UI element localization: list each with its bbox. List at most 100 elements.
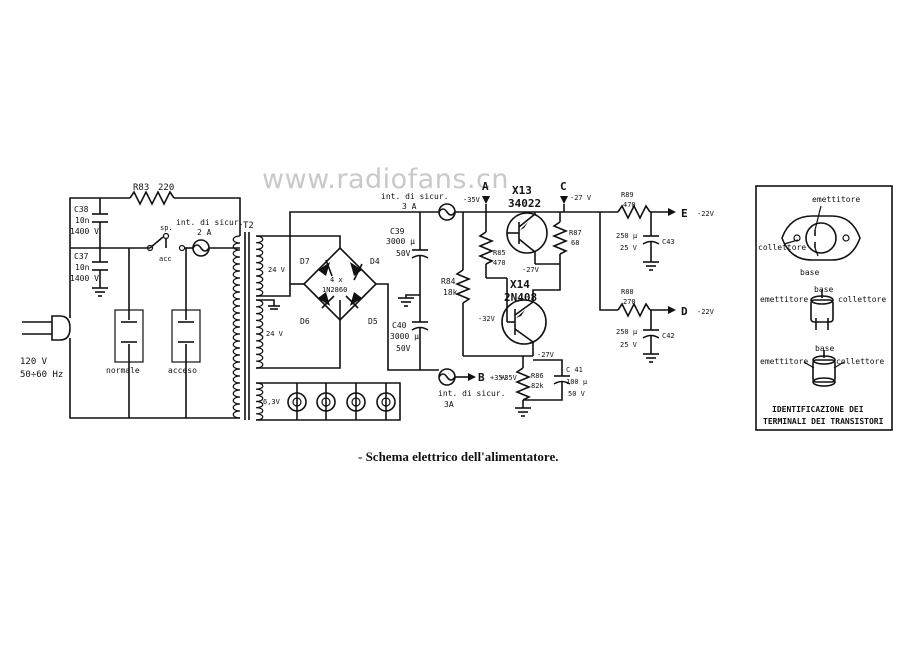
bridge-quantity: 4 x: [330, 276, 343, 284]
c41-voltage: 50 V: [568, 390, 586, 398]
legend-title-line1: IDENTIFICAZIONE DEI: [772, 405, 864, 414]
r88-label: R88: [621, 288, 634, 296]
node-27v-upper: -27V: [522, 266, 540, 274]
fuse-3a-upper-value: 3 A: [402, 202, 417, 211]
r86-resistor: [514, 356, 532, 417]
r85-value: 470: [493, 259, 506, 267]
node-a-voltage: -35V: [463, 196, 481, 204]
input-wiring: [69, 190, 241, 419]
r84-resistor: [454, 212, 500, 357]
fuse-3a-lower-value: 3A: [444, 400, 454, 409]
c38-label: C38: [74, 205, 89, 214]
acceso-label: acceso: [168, 366, 197, 375]
c37-value: 10n: [75, 263, 90, 272]
transistor-legend: [755, 185, 893, 431]
c42-voltage: 25 V: [620, 341, 638, 349]
input-voltage: 120 V: [20, 357, 48, 367]
r83-value: 220: [158, 183, 174, 193]
x14-label: X14: [510, 278, 530, 291]
switch-acceso: [171, 248, 201, 418]
fuse-3a-upper: [438, 203, 510, 221]
node-c-label: C: [560, 180, 567, 193]
legend-emitter-2: emettitore: [760, 295, 808, 304]
r89-resistor: [617, 204, 676, 220]
c40-voltage: 50V: [396, 344, 411, 353]
d7-label: D7: [300, 257, 310, 266]
r84-label: R84: [441, 277, 456, 286]
fuse-2a-value: 2 A: [197, 228, 212, 237]
x14-part: 2N408: [504, 291, 537, 304]
node-27v-lower: -27V: [537, 351, 555, 359]
normale-label: normale: [106, 366, 140, 375]
filter-section: [398, 211, 439, 371]
r89-label: R89: [621, 191, 634, 199]
legend-title-line2: TERMINALI DEI TRANSISTORI: [763, 417, 884, 426]
fuse-3a-upper-label: int. di sicur.: [381, 192, 448, 201]
legend-base-2: base: [814, 285, 833, 294]
node-e-voltage: -22V: [697, 210, 715, 218]
c40-value: 3000 µ: [390, 332, 419, 341]
fuse-2a-label: int. di sicur.: [176, 218, 243, 227]
figure-caption: - Schema elettrico dell'alimentatore.: [358, 449, 559, 464]
tap-24v-lower: 24 V: [266, 330, 284, 338]
c40-label: C40: [392, 321, 407, 330]
watermark: www.radiofans.cn: [262, 164, 509, 195]
d5-label: D5: [368, 317, 378, 326]
c39-label: C39: [390, 227, 405, 236]
node-b-label: B: [478, 371, 485, 384]
c43-label: C43: [662, 238, 675, 246]
c42-label: C42: [662, 332, 675, 340]
transformer-t2: [232, 232, 264, 421]
node-d-voltage: -22V: [697, 308, 715, 316]
transistor-x14: [500, 264, 561, 357]
node-a-arrow: [482, 196, 490, 204]
c38-voltage: 1400 V: [70, 227, 99, 236]
node-c-arrow: [560, 196, 568, 204]
c37-label: C37: [74, 252, 89, 261]
node-a-label: A: [482, 180, 489, 193]
c41-value: 100 µ: [566, 378, 588, 386]
node-d-label: D: [681, 305, 688, 318]
node-c-voltage: -27 V: [570, 194, 592, 202]
d6-label: D6: [300, 317, 310, 326]
r86-label: R86: [531, 372, 544, 380]
mains-plug: [22, 315, 71, 341]
r85-label: R85: [493, 249, 506, 257]
node-35v-lower: +35V: [500, 374, 518, 382]
c43-voltage: 25 V: [620, 244, 638, 252]
pilot-lamp: [346, 383, 366, 420]
legend-base-1: base: [800, 268, 819, 277]
r84-value: 18k: [443, 288, 458, 297]
r87-resistor: [535, 212, 569, 265]
fuse-3a-lower-label: int. di sicur.: [438, 389, 505, 398]
r87-value: 68: [571, 239, 579, 247]
c37-voltage: 1400 V: [70, 274, 99, 283]
switch-normale: [114, 248, 144, 418]
switch-sp-label: sp.: [160, 224, 173, 232]
d4-label: D4: [370, 257, 380, 266]
c42-value: 250 µ: [616, 328, 638, 336]
selector-switch: [146, 232, 193, 252]
pilot-lamp: [376, 383, 396, 420]
bridge-rectifier: [290, 246, 420, 371]
c43-capacitor: [642, 212, 660, 271]
x13-label: X13: [512, 184, 532, 197]
c38-value: 10n: [75, 216, 90, 225]
legend-collector-1: collettore: [758, 243, 806, 252]
node-b-voltage: +35V: [490, 374, 508, 382]
transistor-x13: [506, 211, 560, 264]
c39-voltage: 50V: [396, 249, 411, 258]
legend-collector-3: collettore: [836, 357, 884, 366]
node-e-label: E: [681, 207, 688, 220]
input-frequency: 50÷60 Hz: [20, 370, 63, 380]
pilot-lamp: [316, 383, 336, 420]
r88-value: 270: [623, 298, 636, 306]
secondary-wiring: [256, 211, 420, 421]
tap-24v-upper: 24 V: [268, 266, 286, 274]
t2-label: T2: [243, 221, 254, 231]
r89-value: 470: [623, 201, 636, 209]
switch-acc-label: acc: [159, 255, 172, 263]
fuse-2a: [192, 239, 240, 257]
legend-emitter-1: emettitore: [812, 195, 860, 204]
node-32v: -32V: [478, 315, 496, 323]
